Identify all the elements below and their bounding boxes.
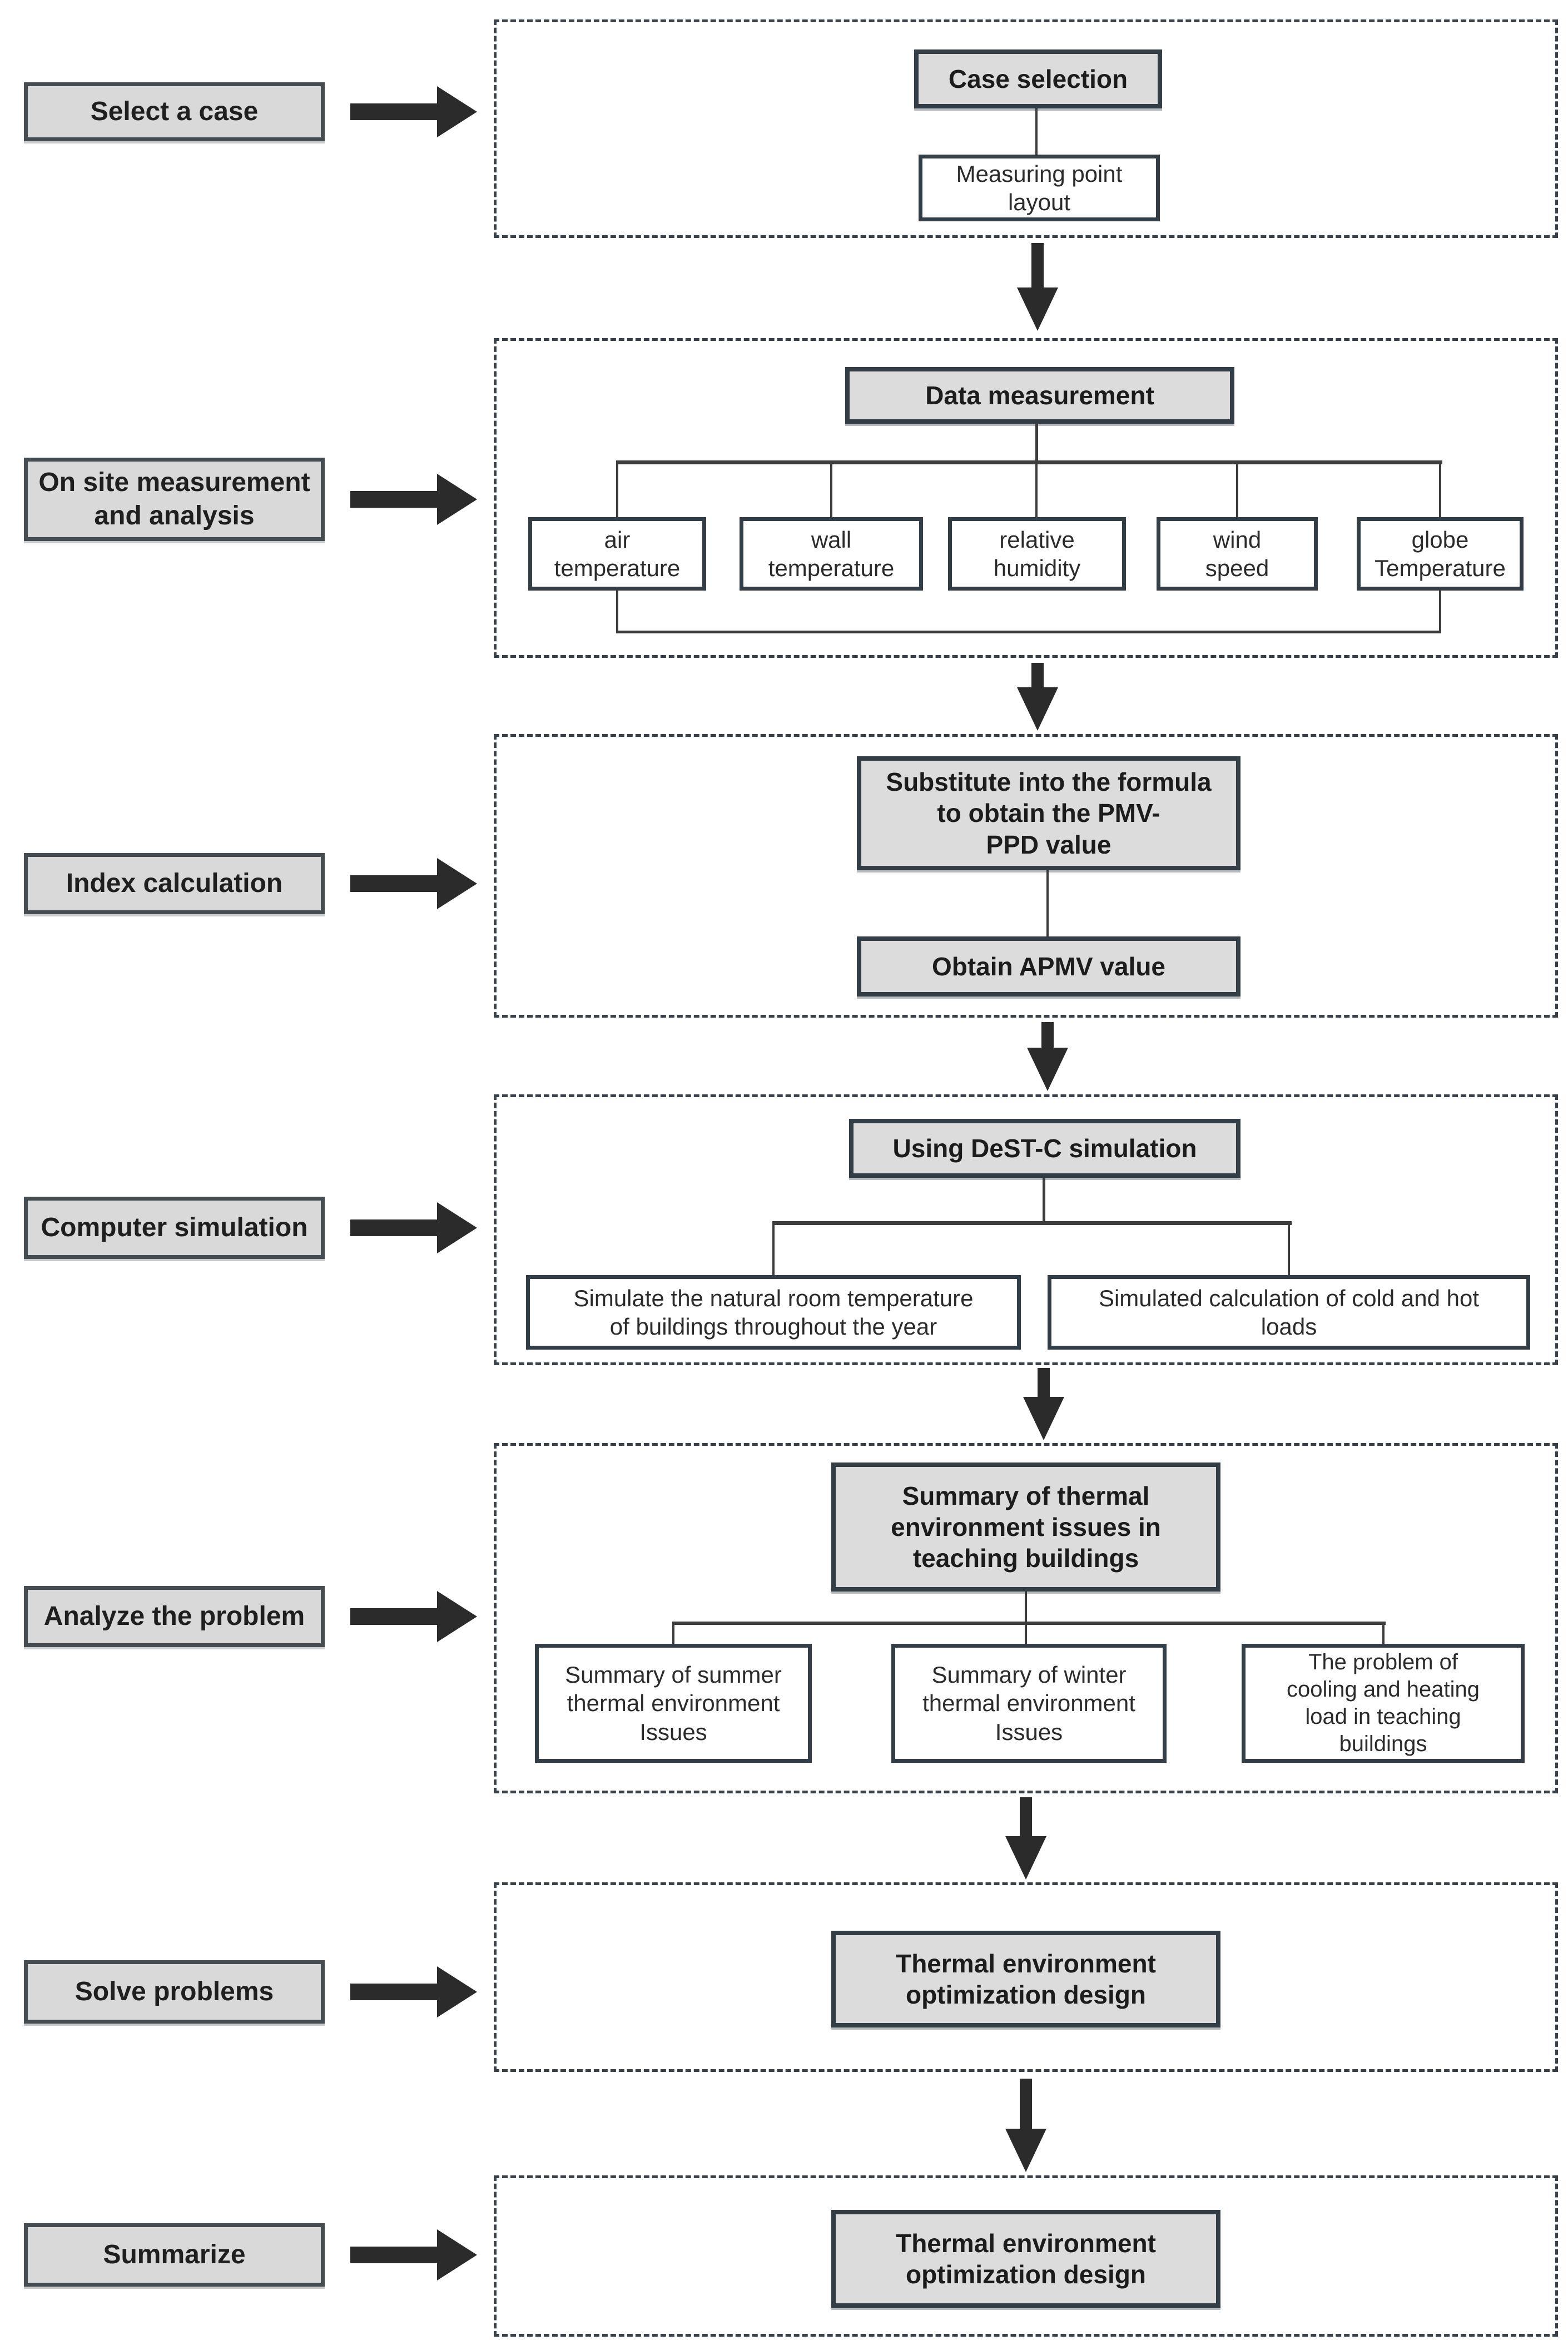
arrow-right-icon [350, 1202, 477, 1253]
node-simulated-load-calculation: Simulated calculation of cold and hot lo… [1048, 1275, 1530, 1350]
stage-label-computer-simulation: Computer simulation [24, 1197, 325, 1259]
stage-label-analyze-the-problem: Analyze the problem [24, 1586, 325, 1647]
connector-line [672, 1622, 1386, 1625]
node-relative-humidity: relative humidity [948, 517, 1126, 591]
connector-line [1025, 1592, 1027, 1624]
section-summarize [494, 2175, 1558, 2337]
arrow-right-icon [350, 474, 477, 525]
node-simulate-room-temperature: Simulate the natural room temperature of… [526, 1275, 1021, 1350]
node-air-temperature: air temperature [528, 517, 706, 591]
connector-line [1043, 1178, 1045, 1223]
connector-line [1025, 1625, 1027, 1644]
connector-line [1382, 1625, 1385, 1644]
node-cooling-heating-load: The problem of cooling and heating load … [1242, 1644, 1525, 1763]
arrow-down-icon [1023, 1368, 1064, 1440]
connector-line [1439, 591, 1441, 633]
connector-line [1288, 1225, 1290, 1275]
connector-line [1035, 424, 1038, 463]
connector-line [1236, 464, 1238, 517]
arrow-right-icon [350, 86, 477, 137]
connector-line [616, 591, 618, 633]
node-wall-temperature: wall temperature [740, 517, 923, 591]
arrow-down-icon [1005, 2079, 1046, 2172]
node-globe-temperature: globe Temperature [1357, 517, 1524, 591]
node-case-selection: Case selection [914, 49, 1162, 108]
connector-line [616, 464, 618, 517]
node-optimization-design-1: Thermal environment optimization design [831, 1931, 1220, 2027]
node-summer-issues: Summary of summer thermal environment Is… [535, 1644, 812, 1763]
section-case-selection [494, 19, 1558, 238]
node-substitute-formula: Substitute into the formula to obtain th… [857, 756, 1240, 870]
connector-line [1439, 464, 1441, 517]
stage-label-solve-problems: Solve problems [24, 1960, 325, 2024]
stage-label-on-site-measurement: On site measurement and analysis [24, 458, 325, 541]
arrow-right-icon [350, 1966, 477, 2017]
connector-line [772, 1225, 775, 1275]
connector-line [616, 631, 1441, 633]
node-data-measurement: Data measurement [845, 367, 1234, 424]
arrow-down-icon [1017, 663, 1058, 731]
arrow-down-icon [1017, 243, 1058, 331]
arrow-right-icon [350, 2229, 477, 2280]
stage-label-index-calculation: Index calculation [24, 853, 325, 914]
node-wind-speed: wind speed [1157, 517, 1318, 591]
arrow-right-icon [350, 1591, 477, 1642]
section-solve-problems [494, 1882, 1558, 2072]
node-using-dest-c: Using DeST-C simulation [849, 1119, 1240, 1178]
section-index-calculation [494, 734, 1558, 1018]
arrow-down-icon [1027, 1022, 1068, 1091]
section-data-measurement [494, 338, 1558, 658]
connector-line [830, 464, 832, 517]
connector-line [616, 460, 1442, 464]
connector-line [772, 1221, 1292, 1225]
arrow-down-icon [1005, 1797, 1046, 1880]
node-measuring-point-layout: Measuring point layout [919, 155, 1160, 221]
section-analyze-problem [494, 1443, 1558, 1793]
node-summary-thermal-issues: Summary of thermal environment issues in… [831, 1462, 1220, 1592]
stage-label-select-a-case: Select a case [24, 82, 325, 141]
connector-line [1046, 870, 1049, 936]
section-computer-simulation [494, 1094, 1558, 1365]
connector-line [1035, 464, 1038, 517]
node-winter-issues: Summary of winter thermal environment Is… [891, 1644, 1167, 1763]
node-optimization-design-2: Thermal environment optimization design [831, 2210, 1220, 2308]
arrow-right-icon [350, 858, 477, 909]
connector-line [1035, 108, 1038, 155]
node-obtain-apmv: Obtain APMV value [857, 936, 1240, 997]
connector-line [672, 1625, 674, 1644]
stage-label-summarize: Summarize [24, 2223, 325, 2287]
